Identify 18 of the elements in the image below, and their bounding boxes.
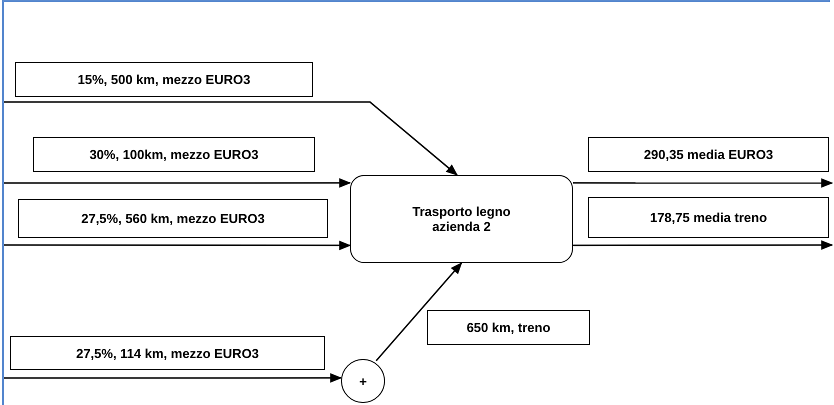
process-label: Trasporto legno azienda 2 xyxy=(411,204,512,234)
edge-label: 27,5%, 560 km, mezzo EURO3 xyxy=(18,199,328,238)
arrow xyxy=(573,240,834,250)
edge-label: 650 km, treno xyxy=(427,310,590,345)
operator-symbol: + xyxy=(359,374,367,388)
arrow xyxy=(376,262,462,362)
arrow xyxy=(573,178,834,188)
arrow xyxy=(4,178,352,188)
arrow xyxy=(4,373,342,383)
edge-label: 15%, 500 km, mezzo EURO3 xyxy=(15,62,313,97)
edge-label: 27,5%, 114 km, mezzo EURO3 xyxy=(10,336,325,370)
edge-label: 290,35 media EURO3 xyxy=(588,137,829,172)
edge-label: 30%, 100km, mezzo EURO3 xyxy=(33,137,315,172)
process-box xyxy=(350,175,573,263)
arrow xyxy=(4,101,458,176)
arrow xyxy=(4,240,352,250)
sum-circle xyxy=(341,359,385,403)
edge-label: 178,75 media treno xyxy=(588,197,829,238)
